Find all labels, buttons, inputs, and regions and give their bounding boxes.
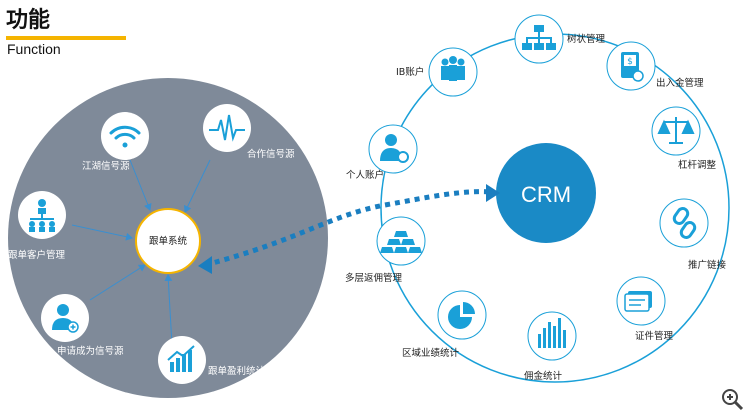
right-arrowhead bbox=[486, 184, 500, 202]
page-subtitle: Function bbox=[7, 41, 61, 57]
partner-signal-label: 合作信号源 bbox=[247, 148, 295, 160]
promo-link-node[interactable]: 推广链接 bbox=[659, 198, 727, 271]
deposit-mgmt-node[interactable]: $ 出入金管理 bbox=[606, 41, 704, 91]
deposit-mgmt-label: 出入金管理 bbox=[656, 77, 704, 89]
group-icon bbox=[441, 56, 465, 81]
column-chart-icon bbox=[538, 318, 566, 348]
wifi-icon bbox=[109, 125, 141, 148]
signal-river-node[interactable]: 江湖信号源 bbox=[82, 112, 149, 172]
commission-label: 佣金统计 bbox=[524, 370, 563, 382]
tree-mgmt-node[interactable]: 树状管理 bbox=[514, 14, 606, 64]
regional-node[interactable]: 区域业绩统计 bbox=[402, 290, 487, 359]
copy-system-label: 跟单系统 bbox=[149, 235, 188, 247]
org-people-icon bbox=[29, 199, 55, 232]
personal-label: 个人账户 bbox=[346, 169, 384, 181]
apply-signal-label: 申请成为信号源 bbox=[57, 345, 124, 357]
add-user-icon bbox=[52, 304, 79, 333]
commission-node[interactable]: 佣金统计 bbox=[524, 311, 577, 382]
rebate-label: 多层返佣管理 bbox=[345, 272, 403, 284]
copy-crm-connector bbox=[204, 189, 493, 268]
link-icon bbox=[672, 207, 697, 239]
regional-label: 区域业绩统计 bbox=[402, 347, 460, 359]
ib-account-node[interactable]: IB账户 bbox=[396, 47, 478, 97]
personal-node[interactable]: 个人账户 bbox=[346, 124, 418, 181]
partner-signal-node[interactable]: 合作信号源 bbox=[203, 104, 295, 160]
crm-label: CRM bbox=[521, 182, 571, 207]
gold-bars-icon bbox=[380, 231, 422, 253]
id-card-icon bbox=[624, 291, 652, 312]
atm-icon: $ bbox=[621, 52, 644, 82]
svg-text:$: $ bbox=[627, 57, 633, 67]
copy-profit-node[interactable]: 跟单盈利统计 bbox=[158, 336, 266, 384]
pulse-icon bbox=[209, 114, 245, 142]
scale-icon bbox=[657, 117, 695, 144]
apply-signal-node[interactable]: 申请成为信号源 bbox=[41, 294, 124, 357]
tree-icon bbox=[522, 25, 556, 50]
leverage-node[interactable]: 杠杆调整 bbox=[651, 106, 717, 171]
rebate-node[interactable]: 多层返佣管理 bbox=[345, 216, 426, 284]
promo-link-label: 推广链接 bbox=[688, 259, 727, 271]
signal-river-label: 江湖信号源 bbox=[82, 160, 130, 172]
copy-system-node[interactable]: 跟单系统 bbox=[135, 208, 201, 274]
tree-mgmt-label: 树状管理 bbox=[567, 33, 606, 45]
copy-profit-label: 跟单盈利统计 bbox=[208, 365, 266, 377]
left-arrowhead bbox=[198, 256, 212, 274]
ib-account-label: IB账户 bbox=[396, 66, 424, 78]
cert-mgmt-label: 证件管理 bbox=[635, 330, 674, 342]
title-underline bbox=[6, 36, 126, 40]
zoom-in-icon[interactable] bbox=[720, 387, 744, 411]
crm-node[interactable]: CRM bbox=[496, 143, 596, 243]
cert-mgmt-node[interactable]: 证件管理 bbox=[616, 276, 674, 342]
page-title: 功能 bbox=[6, 8, 51, 33]
bar-chart-icon bbox=[167, 345, 195, 372]
pie-chart-icon bbox=[448, 302, 475, 329]
user-gear-icon bbox=[380, 134, 409, 163]
copy-client-mgmt-label: 跟单客户管理 bbox=[8, 249, 66, 261]
leverage-label: 杠杆调整 bbox=[678, 159, 717, 171]
copy-client-mgmt-node[interactable]: 跟单客户管理 bbox=[8, 191, 66, 261]
